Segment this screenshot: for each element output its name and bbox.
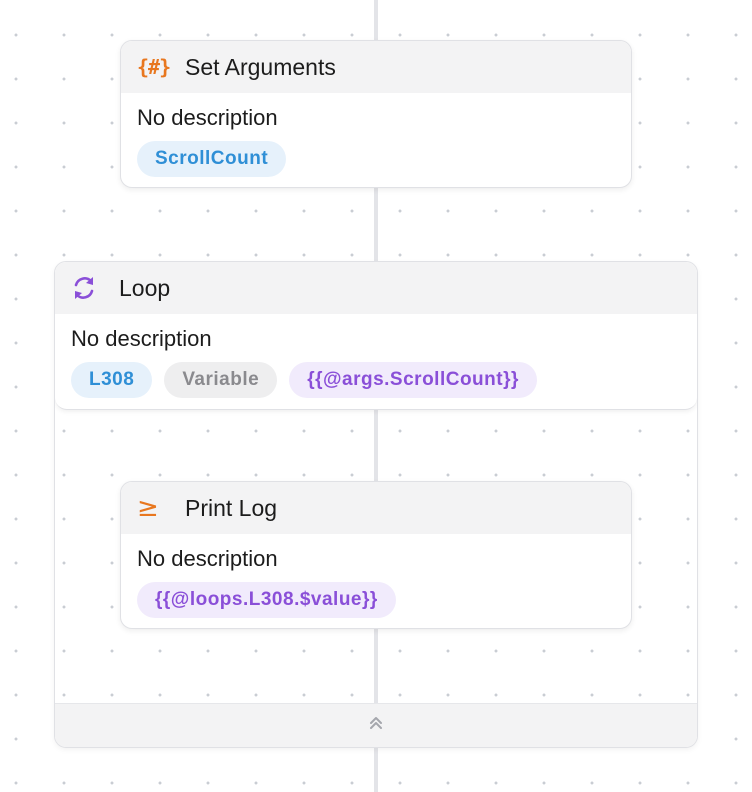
node-title: Print Log [185, 494, 278, 521]
node-header: {#} Set Arguments [121, 41, 631, 93]
log-value-chip[interactable]: {{@loops.L308.$value}} [137, 582, 396, 618]
argument-chip[interactable]: ScrollCount [137, 141, 287, 177]
node-title: Loop [119, 274, 171, 301]
loop-node[interactable]: Loop No description L308 Variable {{@arg… [54, 261, 698, 748]
set-arguments-node[interactable]: {#} Set Arguments No description ScrollC… [120, 40, 632, 188]
node-description: No description [71, 326, 212, 351]
node-title: Set Arguments [185, 53, 336, 80]
print-log-node[interactable]: ≥ Print Log No description {{@loops.L308… [120, 481, 632, 629]
terminal-prompt-icon: ≥ [137, 493, 159, 523]
node-description: No description [137, 546, 278, 571]
chevron-double-up-icon [368, 715, 384, 736]
loop-collapse-button[interactable] [55, 703, 697, 747]
loop-source-chip[interactable]: {{@args.ScrollCount}} [289, 362, 537, 398]
loop-refresh-icon [71, 274, 105, 302]
loop-type-chip[interactable]: Variable [164, 362, 278, 398]
node-header: ≥ Print Log [121, 482, 631, 534]
node-header: Loop [55, 262, 697, 314]
node-description: No description [137, 105, 278, 130]
loop-id-chip[interactable]: L308 [71, 362, 153, 398]
hash-braces-icon: {#} [137, 55, 171, 79]
